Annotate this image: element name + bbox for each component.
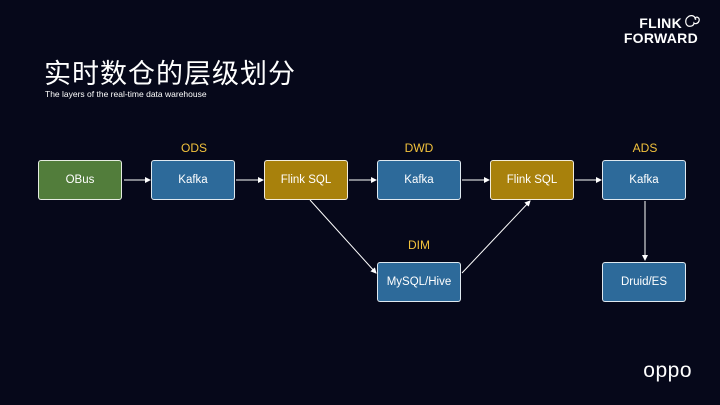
slide-title: 实时数仓的层级划分 — [44, 59, 296, 90]
node-flink-sql-2: Flink SQL — [490, 160, 574, 200]
oppo-logo: oppo — [643, 359, 692, 382]
layer-label-ods: ODS — [180, 141, 207, 155]
brand-line-1: FLINK — [639, 15, 682, 31]
node-kafka-ods: Kafka — [151, 160, 235, 200]
edge-dim-flink2 — [461, 200, 531, 274]
layer-label-ads: ADS — [632, 141, 658, 155]
edge-flink1-dim — [309, 199, 377, 274]
node-druid-es: Druid/ES — [602, 262, 686, 302]
layer-label-dwd: DWD — [404, 141, 434, 155]
node-mysql-hive: MySQL/Hive — [377, 262, 461, 302]
node-kafka-ads: Kafka — [602, 160, 686, 200]
node-flink-sql-1: Flink SQL — [264, 160, 348, 200]
layer-label-dim: DIM — [408, 238, 430, 252]
flink-forward-logo: FLINK FORWARD — [623, 15, 700, 46]
squirrel-icon — [685, 15, 700, 27]
brand-line-2: FORWARD — [623, 30, 698, 46]
node-kafka-dwd: Kafka — [377, 160, 461, 200]
slide-subtitle: The layers of the real-time data warehou… — [45, 89, 207, 99]
node-obus: OBus — [38, 160, 122, 200]
